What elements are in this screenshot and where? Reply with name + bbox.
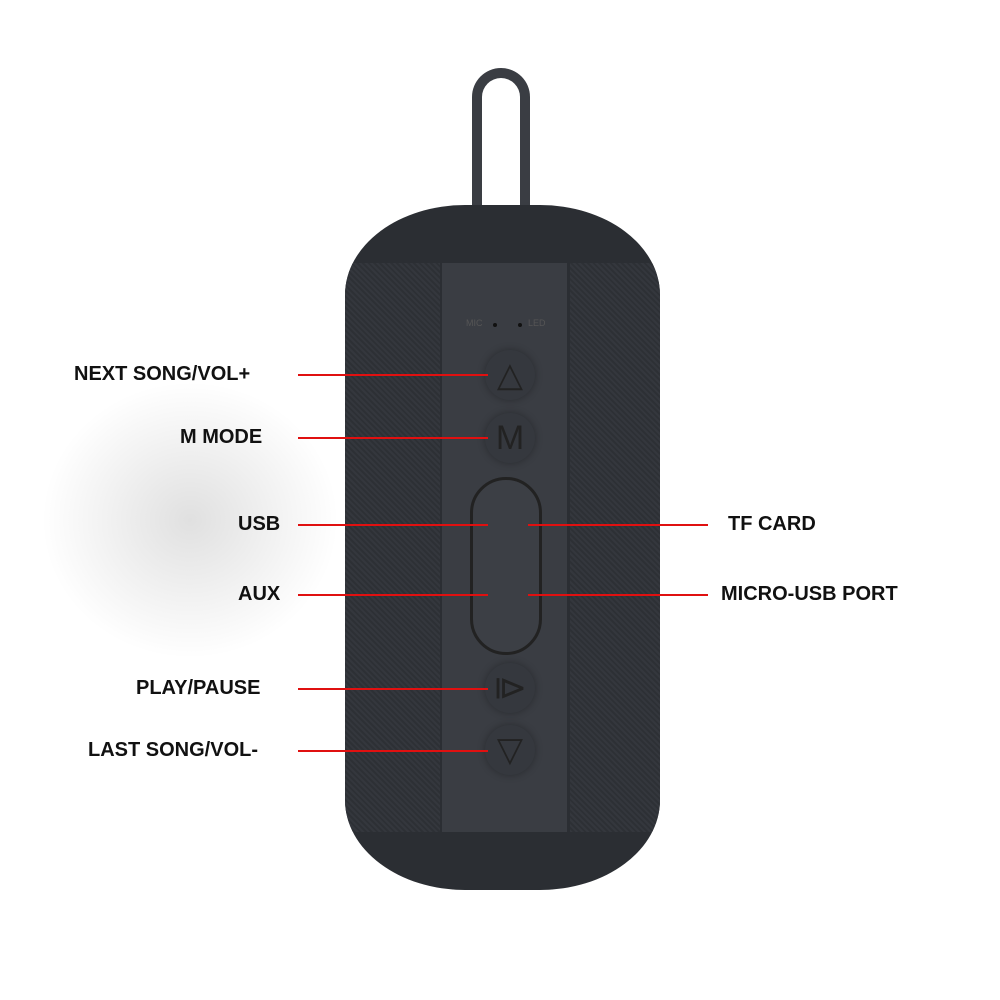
label-last-song: LAST SONG/VOL- bbox=[88, 739, 258, 761]
volume-down-button[interactable]: ▽ bbox=[485, 725, 535, 775]
fabric-right bbox=[570, 263, 660, 832]
callout-line bbox=[298, 374, 488, 376]
callout-line bbox=[298, 750, 488, 752]
led-label: LED bbox=[528, 318, 546, 328]
label-mode: M MODE bbox=[180, 426, 263, 448]
fabric-left bbox=[345, 263, 440, 832]
callout-line bbox=[298, 594, 488, 596]
callout-line bbox=[298, 688, 488, 690]
mic-label: MIC bbox=[466, 318, 483, 328]
label-micro-usb: MICRO-USB PORT bbox=[721, 583, 898, 605]
carry-strap bbox=[472, 68, 530, 228]
callout-line bbox=[298, 524, 488, 526]
play-pause-button[interactable]: ⧐ bbox=[485, 663, 535, 713]
speaker-body bbox=[345, 205, 660, 890]
led-indicator bbox=[518, 323, 522, 327]
drop-shadow bbox=[40, 380, 340, 660]
label-usb: USB bbox=[238, 513, 281, 535]
callout-line bbox=[528, 524, 708, 526]
port-cover bbox=[470, 477, 542, 655]
callout-line bbox=[298, 437, 488, 439]
label-play-pause: PLAY/PAUSE bbox=[136, 677, 261, 699]
volume-up-button[interactable]: △ bbox=[485, 350, 535, 400]
mode-button[interactable]: M bbox=[485, 413, 535, 463]
label-aux: AUX bbox=[238, 583, 281, 605]
label-next-song: NEXT SONG/VOL+ bbox=[74, 363, 251, 385]
mic-hole bbox=[493, 323, 497, 327]
callout-line bbox=[528, 594, 708, 596]
label-tf-card: TF CARD bbox=[728, 513, 816, 535]
